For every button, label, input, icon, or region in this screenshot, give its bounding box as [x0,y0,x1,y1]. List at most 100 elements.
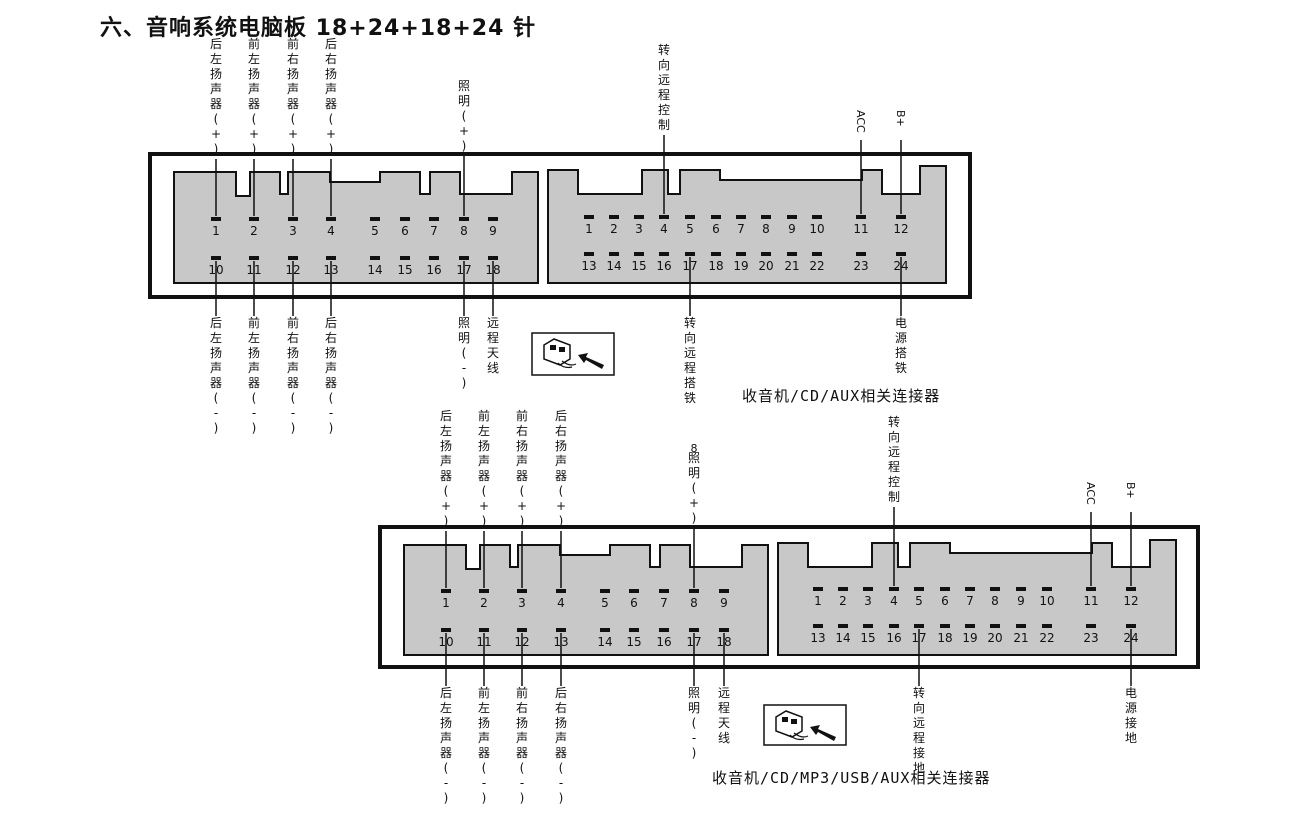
label-char: ( [482,761,487,775]
right-pin-12-number: 12 [893,222,908,236]
left-housing [173,171,539,284]
label-char: 程 [658,87,670,102]
label-char: + [211,127,221,141]
left-pin-17-mark [689,628,699,632]
right-pin-23-number: 23 [1083,631,1098,645]
label-char: 声 [440,731,452,745]
left-pin-5-number: 5 [601,596,609,610]
left-pin-1-number: 1 [212,224,220,238]
label-char: 控 [658,103,670,117]
label-char: 照 [688,451,700,465]
right-pin-16-number: 16 [656,259,671,273]
left-pin-4-mark [326,217,336,221]
label-char: ( [214,391,219,405]
label-char: 器 [478,746,490,760]
right-pin-6-number: 6 [941,594,949,608]
right-pin-19-number: 19 [962,631,977,645]
label-char: 照 [458,79,470,93]
right-pin-13-mark [584,252,594,256]
right-pin-7-number: 7 [737,222,745,236]
right-pin-11-mark [1086,587,1096,591]
label-char: ) [444,791,449,805]
left-pin-14-number: 14 [367,263,382,277]
label-char: 后 [210,37,222,51]
right-pin-20-mark [761,252,771,256]
label-acc-rotated: ACC [854,110,867,133]
label-char: 天 [718,716,730,730]
label-char: ( [252,112,257,126]
left-pin-12-mark [288,256,298,260]
right-pin-6-number: 6 [712,222,720,236]
left-pin-9-number: 9 [489,224,497,238]
right-pin-16-number: 16 [886,631,901,645]
label-char: 线 [487,361,499,375]
label-char: 器 [516,469,528,483]
label-char: 器 [248,376,260,390]
label-char: 器 [248,97,260,111]
label-char: 向 [913,700,925,715]
label-char: 声 [516,731,528,745]
right-pin-19-mark [736,252,746,256]
right-pin-18-number: 18 [937,631,952,645]
label-char: ( [692,716,697,730]
label-char: 铁 [895,361,907,375]
label-char: ( [252,391,257,405]
left-pin-13-mark [556,628,566,632]
label-char: ( [692,481,697,495]
left-pin-14-mark [370,256,380,260]
label-char: 明 [458,331,470,345]
right-pin-8-number: 8 [991,594,999,608]
right-pin-1-number: 1 [585,222,593,236]
right-pin-8-mark [761,215,771,219]
left-pin-10-mark [441,628,451,632]
label-char: 远 [888,445,900,459]
label-char: ( [520,761,525,775]
connector-plug-icon [763,704,847,746]
label-char: 右 [325,51,337,66]
label-char: ) [520,791,525,805]
label-char: 扬 [210,66,222,81]
label-char: 向 [658,57,670,72]
left-pin-15-number: 15 [626,635,641,649]
right-pin-11-number: 11 [853,222,868,236]
label-char: - [462,361,466,375]
right-pin-18-mark [940,624,950,628]
right-pin-24-mark [896,252,906,256]
left-pin-5-mark [370,217,380,221]
left-pin-11-mark [249,256,259,260]
label-char: 后 [440,686,452,700]
left-pin-14-number: 14 [597,635,612,649]
label-char: 声 [440,454,452,468]
right-pin-13-number: 13 [810,631,825,645]
label-char: 扬 [287,66,299,81]
label-char: 扬 [478,438,490,453]
right-pin-2-number: 2 [610,222,618,236]
right-pin-24-mark [1126,624,1136,628]
label-char: 扬 [325,345,337,360]
label-char: 声 [478,731,490,745]
left-pin-3-mark [288,217,298,221]
label-char: + [288,127,298,141]
label-char: 前 [478,408,490,423]
label-char: 器 [440,469,452,483]
label-char: + [441,499,451,513]
page-title: 六、音响系统电脑板 18+24+18+24 针 [100,16,537,41]
left-pin-2-number: 2 [480,596,488,610]
right-pin-18-mark [711,252,721,256]
connector-2-caption: 收音机/CD/MP3/USB/AUX相关连接器 [712,769,991,787]
left-pin-8-mark [459,217,469,221]
left-pin-7-mark [659,589,669,593]
right-pin-14-mark [609,252,619,256]
left-pin-9-number: 9 [720,596,728,610]
label-char: ) [214,421,219,435]
label-char: 明 [688,466,700,480]
label-char: ( [329,391,334,405]
label-char: 接 [913,745,925,760]
left-pin-4-number: 4 [557,596,565,610]
left-pin-13-mark [326,256,336,260]
right-pin-7-mark [965,587,975,591]
label-char: ( [214,112,219,126]
label-char: 扬 [440,715,452,730]
label-char: ) [444,514,449,528]
left-pin-3-mark [517,589,527,593]
